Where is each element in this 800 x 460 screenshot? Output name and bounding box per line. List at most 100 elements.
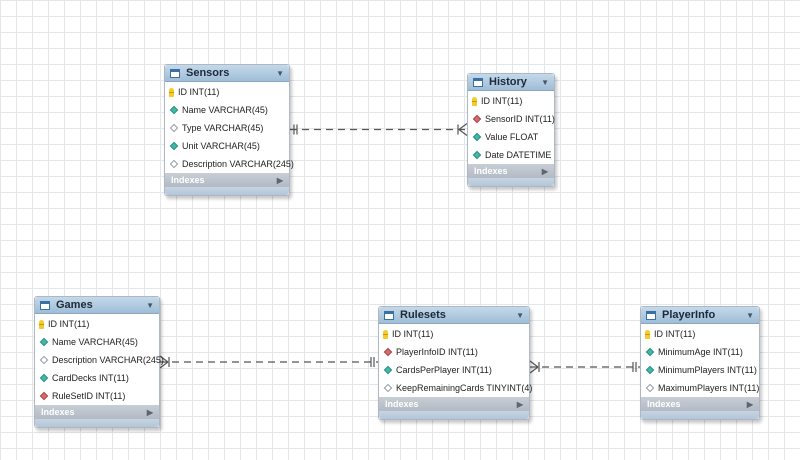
column-row[interactable]: SensorID INT(11) xyxy=(468,110,555,128)
table-header[interactable]: Games ▼ xyxy=(35,297,159,314)
column-label: ID INT(11) xyxy=(178,87,220,97)
not-null-column-icon xyxy=(39,337,49,347)
collapse-arrow-icon[interactable]: ▼ xyxy=(276,68,284,78)
indexes-section[interactable]: Indexes▶ xyxy=(641,397,759,411)
not-null-column-icon xyxy=(472,132,482,142)
column-label: ID INT(11) xyxy=(48,319,90,329)
foreign-key-icon xyxy=(472,114,482,124)
table-name: History xyxy=(489,76,527,88)
column-label: Description VARCHAR(245) xyxy=(52,355,164,365)
table-header[interactable]: History ▼ xyxy=(468,74,554,91)
table-games[interactable]: Games ▼ ID INT(11) Name VARCHAR(45) Descript… xyxy=(34,296,164,428)
table-name: Games xyxy=(56,299,93,311)
column-list: ID INT(11) PlayerInfoID INT(11) CardsPerPl… xyxy=(379,324,532,397)
column-label: MinimumAge INT(11) xyxy=(658,347,743,357)
table-icon xyxy=(646,310,656,320)
column-label: Name VARCHAR(45) xyxy=(52,337,138,347)
collapse-arrow-icon[interactable]: ▼ xyxy=(541,77,549,87)
column-row[interactable]: MaximumPlayers INT(11) xyxy=(641,379,759,397)
column-row[interactable]: Value FLOAT xyxy=(468,128,554,146)
table-icon xyxy=(170,68,180,78)
table-name: PlayerInfo xyxy=(662,309,716,321)
expand-arrow-icon: ▶ xyxy=(541,166,548,176)
column-label: CardsPerPlayer INT(11) xyxy=(396,365,492,375)
table-name: Rulesets xyxy=(400,309,446,321)
table-sensors[interactable]: Sensors ▼ ID INT(11) Name VARCHAR(45) Type V… xyxy=(164,64,294,196)
collapse-arrow-icon[interactable]: ▼ xyxy=(146,300,154,310)
column-label: ID INT(11) xyxy=(392,329,434,339)
column-row[interactable]: ID INT(11) xyxy=(468,92,554,110)
indexes-section[interactable]: Indexes ▶ xyxy=(468,164,554,178)
column-label: Description VARCHAR(245) xyxy=(182,159,294,169)
column-list: ID INT(11) MinimumAge INT(11) MinimumPlaye… xyxy=(641,324,759,397)
table-history[interactable]: History ▼ ID INT(11)SensorID INT(11) Value … xyxy=(467,73,555,187)
column-label: MaximumPlayers INT(11) xyxy=(658,383,760,393)
many-cardinality-marker xyxy=(458,129,468,136)
table-header[interactable]: PlayerInfo ▼ xyxy=(641,307,759,324)
table-rulesets[interactable]: Rulesets ▼ ID INT(11) PlayerInfoID INT(11) C… xyxy=(378,306,532,420)
expand-arrow-icon: ▶ xyxy=(276,175,283,185)
table-name: Sensors xyxy=(186,67,230,79)
indexes-section[interactable]: Indexes▶ xyxy=(165,173,289,187)
primary-key-icon xyxy=(39,319,44,329)
table-footer xyxy=(641,411,759,419)
many-cardinality-marker xyxy=(529,366,539,374)
foreign-key-icon xyxy=(39,391,49,401)
not-null-column-icon xyxy=(645,365,655,375)
column-row[interactable]: Type VARCHAR(45) xyxy=(165,119,289,137)
table-header[interactable]: Sensors ▼ xyxy=(165,65,289,82)
column-row[interactable]: Description VARCHAR(245) xyxy=(35,351,164,369)
indexes-label: Indexes xyxy=(474,166,508,176)
not-null-column-icon xyxy=(645,347,655,357)
indexes-label: Indexes xyxy=(385,399,419,409)
collapse-arrow-icon[interactable]: ▼ xyxy=(746,310,754,320)
column-row[interactable]: KeepRemainingCards TINYINT(4) xyxy=(379,379,532,397)
indexes-section[interactable]: Indexes▶ xyxy=(379,397,529,411)
primary-key-icon xyxy=(472,96,477,106)
column-row[interactable]: Description VARCHAR(245) xyxy=(165,155,294,173)
column-row[interactable]: RuleSetID INT(11) xyxy=(35,387,159,405)
column-row[interactable]: Name VARCHAR(45) xyxy=(35,333,159,351)
not-null-column-icon xyxy=(383,365,393,375)
column-row[interactable]: Name VARCHAR(45) xyxy=(165,101,289,119)
table-header[interactable]: Rulesets ▼ xyxy=(379,307,529,324)
foreign-key-icon xyxy=(383,347,393,357)
column-row[interactable]: MinimumAge INT(11) xyxy=(641,343,759,361)
table-footer xyxy=(35,419,159,427)
not-null-column-icon xyxy=(169,141,179,151)
column-row[interactable]: ID INT(11) xyxy=(35,315,159,333)
column-row[interactable]: CardsPerPlayer INT(11) xyxy=(379,361,529,379)
not-null-column-icon xyxy=(472,150,482,160)
collapse-arrow-icon[interactable]: ▼ xyxy=(516,310,524,320)
indexes-section[interactable]: Indexes ▶ xyxy=(35,405,159,419)
table-playerinfo[interactable]: PlayerInfo ▼ ID INT(11) MinimumAge INT(11) M… xyxy=(640,306,760,420)
column-row[interactable]: ID INT(11) xyxy=(165,83,289,101)
expand-arrow-icon: ▶ xyxy=(146,407,153,417)
many-cardinality-marker xyxy=(458,123,468,130)
column-row[interactable]: Date DATETIME xyxy=(468,146,554,164)
table-footer xyxy=(468,178,554,186)
column-list: ID INT(11)SensorID INT(11) Value FLOAT Dat… xyxy=(468,91,555,164)
many-cardinality-marker xyxy=(529,360,539,368)
nullable-column-icon xyxy=(645,383,655,393)
not-null-column-icon xyxy=(39,373,49,383)
column-row[interactable]: ID INT(11) xyxy=(379,325,529,343)
column-list: ID INT(11) Name VARCHAR(45) Type VARCHAR(4… xyxy=(165,82,294,173)
column-label: RuleSetID INT(11) xyxy=(52,391,126,401)
not-null-column-icon xyxy=(169,105,179,115)
column-label: PlayerInfoID INT(11) xyxy=(396,347,478,357)
indexes-label: Indexes xyxy=(41,407,75,417)
nullable-column-icon xyxy=(383,383,393,393)
primary-key-icon xyxy=(383,329,388,339)
column-row[interactable]: MinimumPlayers INT(11) xyxy=(641,361,759,379)
column-row[interactable]: PlayerInfoID INT(11) xyxy=(379,343,529,361)
table-icon xyxy=(40,300,50,310)
column-label: Name VARCHAR(45) xyxy=(182,105,268,115)
primary-key-icon xyxy=(645,329,650,339)
column-row[interactable]: CardDecks INT(11) xyxy=(35,369,159,387)
column-label: Value FLOAT xyxy=(485,132,539,142)
nullable-column-icon xyxy=(39,355,49,365)
column-row[interactable]: Unit VARCHAR(45) xyxy=(165,137,289,155)
column-row[interactable]: ID INT(11) xyxy=(641,325,759,343)
